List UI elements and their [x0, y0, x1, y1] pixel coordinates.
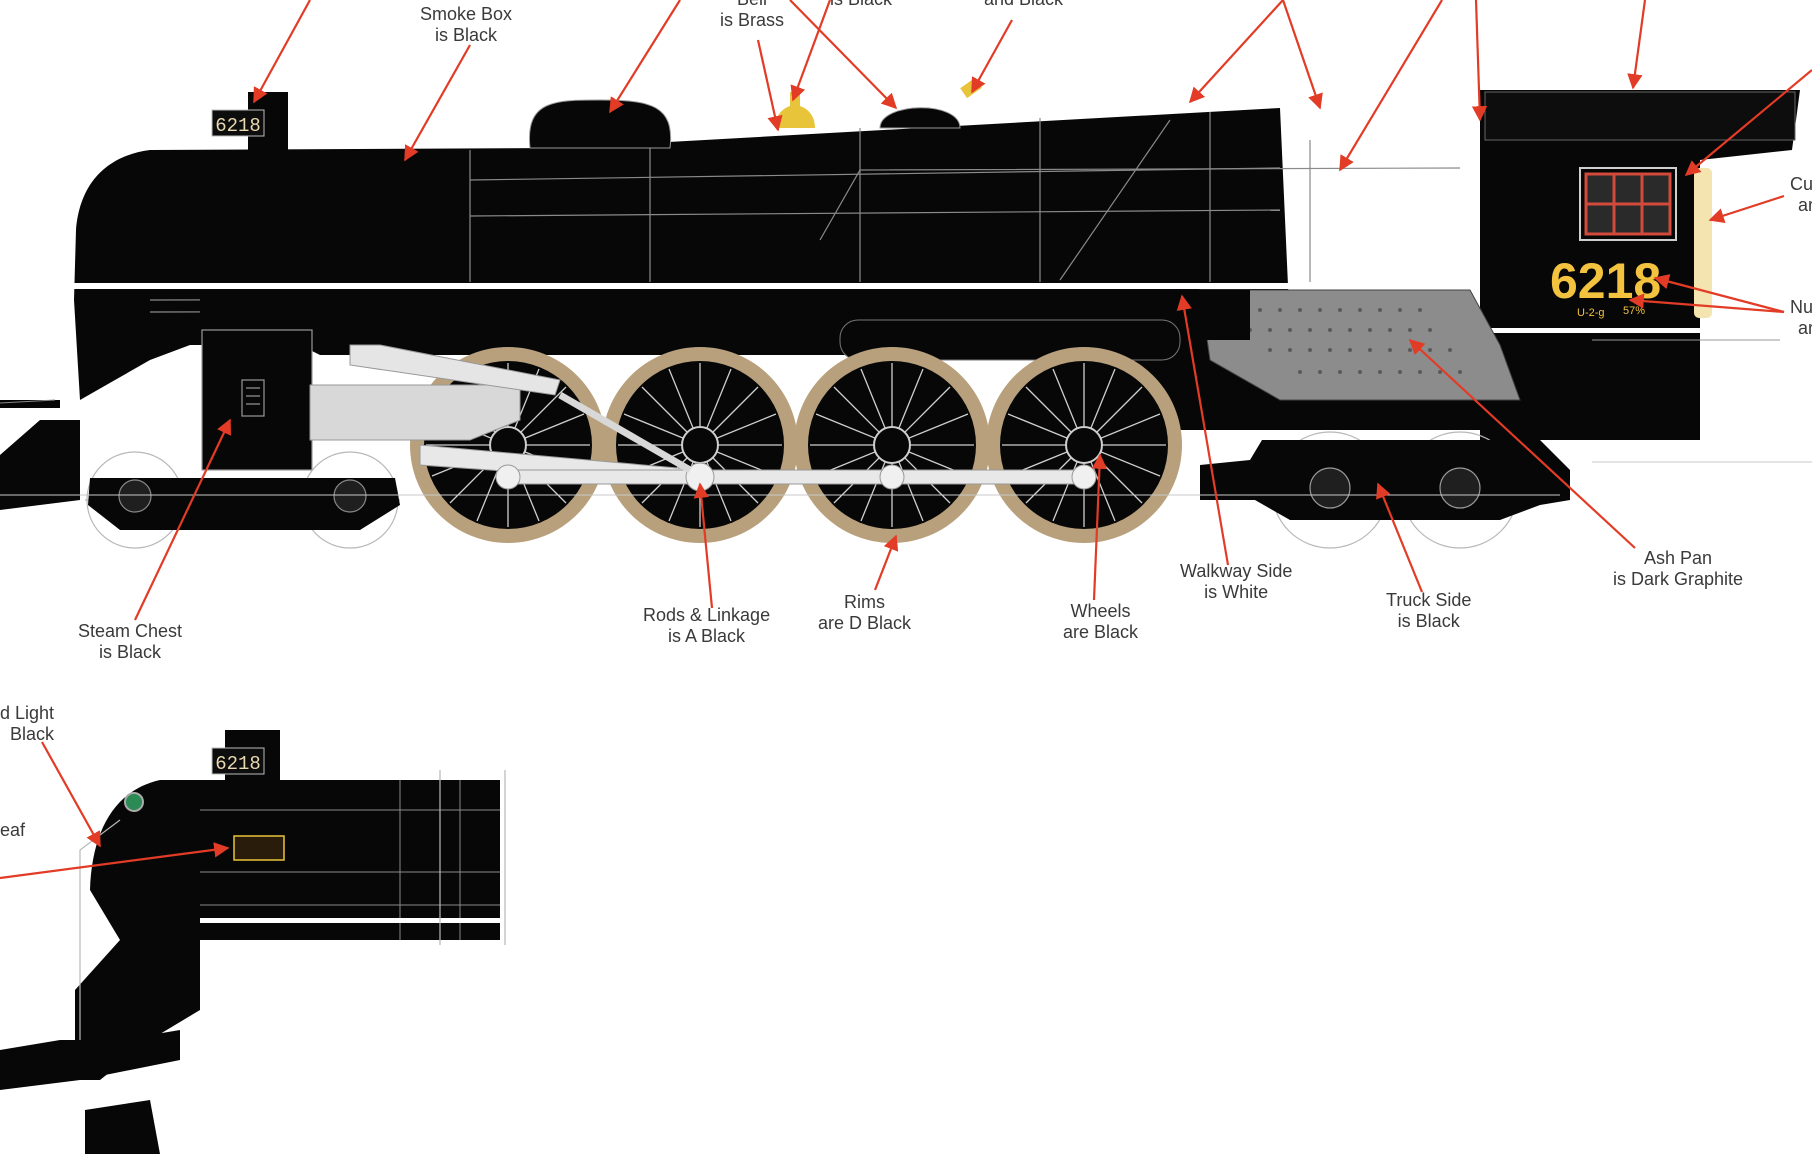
callout-walkway-side: Walkway Side is White	[1180, 561, 1293, 602]
callout-ash-pan: Ash Pan is Dark Graphite	[1613, 548, 1744, 589]
arrow-rods	[693, 482, 714, 609]
callout-smoke-box: Smoke Box is Black	[420, 4, 513, 45]
builder-plate	[233, 835, 285, 861]
cab-window	[1579, 167, 1677, 241]
callout-wheels: Wheels are Black	[1063, 601, 1139, 642]
callout-rims: Rims are D Black	[818, 592, 912, 633]
walkway-stripe	[74, 283, 1474, 289]
arrow-generator-1	[1188, 0, 1284, 104]
nose-boiler	[75, 780, 500, 1080]
crosshead	[349, 344, 561, 396]
arrow-bell	[756, 39, 783, 132]
callout-truck-side: Truck Side is Black	[1386, 590, 1472, 631]
valve-gear	[309, 384, 521, 441]
arrow-cab-front	[1471, 0, 1488, 122]
arrow-walkway	[1176, 294, 1230, 566]
arrow-cab-roof	[1627, 0, 1647, 90]
callout-steam-chest: Steam Chest is Black	[78, 621, 183, 662]
arrow-truck	[1376, 482, 1424, 593]
smoke-box	[78, 150, 450, 280]
nose-detail-view: 6218	[0, 730, 506, 1154]
arrow-stack	[253, 0, 311, 104]
driving-wheel-2	[602, 347, 798, 543]
arrow-steam-dome	[609, 0, 681, 114]
cab-stripe	[1475, 328, 1705, 333]
callout-top-partial-a: is Black	[830, 0, 892, 10]
nose-coupler	[85, 1100, 160, 1154]
arrow-headlight	[41, 741, 101, 848]
arrow-top-a-2	[789, 0, 898, 110]
driving-wheel-4	[986, 347, 1182, 543]
cab-curtain	[1694, 168, 1712, 318]
pilot	[0, 420, 80, 510]
side-rods	[419, 391, 1097, 492]
callout-arrows	[0, 0, 1812, 880]
cab-roof	[1484, 91, 1796, 141]
cab-weight: 57%	[1623, 305, 1645, 317]
callout-top-partial-b: and Black	[984, 0, 1063, 10]
main-locomotive: 6218 6218 U-2-g 57%	[0, 77, 1812, 549]
cab-class: U-2-g	[1577, 307, 1605, 319]
arrow-curtain	[1708, 194, 1785, 224]
callout-leaf-partial: eaf	[0, 820, 26, 840]
callout-number-partial: Nu ar	[1790, 297, 1812, 338]
arrow-number-1	[1653, 274, 1785, 314]
number-plate-text: 6218	[215, 115, 261, 137]
arrow-wheels	[1091, 453, 1108, 601]
nose-headlight	[124, 792, 144, 812]
bell	[775, 105, 815, 128]
nose-walkway-stripe	[200, 918, 500, 923]
arrow-injector	[1339, 0, 1443, 172]
number-plate	[211, 109, 265, 137]
arrow-cab-window	[1684, 69, 1812, 176]
arrow-top-b	[971, 19, 1013, 94]
driving-wheel-3	[794, 347, 990, 543]
steam-chest	[201, 329, 313, 471]
arrow-number-2	[1628, 293, 1785, 314]
callout-headlight-partial: d Light Black	[0, 703, 55, 744]
callout-bell: Bell is Brass	[720, 0, 785, 30]
nose-pilot	[0, 1030, 180, 1090]
arrow-rims	[873, 534, 899, 591]
arrow-steam-chest	[134, 418, 232, 621]
arrow-top-a-1	[790, 0, 832, 102]
arrow-generator-2	[1281, 0, 1323, 110]
arrow-smoke-box	[404, 44, 471, 162]
sand-dome	[879, 107, 961, 129]
arrow-ash-pan	[1408, 338, 1636, 549]
leading-truck-frame	[88, 478, 400, 530]
cab	[1480, 90, 1800, 440]
ash-pan-dots	[1238, 308, 1462, 374]
callout-rods-linkage: Rods & Linkage is A Black	[643, 605, 771, 646]
callout-curtain-partial: Cu ar	[1790, 174, 1812, 215]
nose-number-plate-text: 6218	[215, 753, 261, 775]
trailing-truck	[1200, 431, 1570, 549]
steam-dome	[528, 99, 672, 149]
arrow-leaf	[0, 842, 230, 880]
nose-number-plate	[211, 747, 265, 775]
